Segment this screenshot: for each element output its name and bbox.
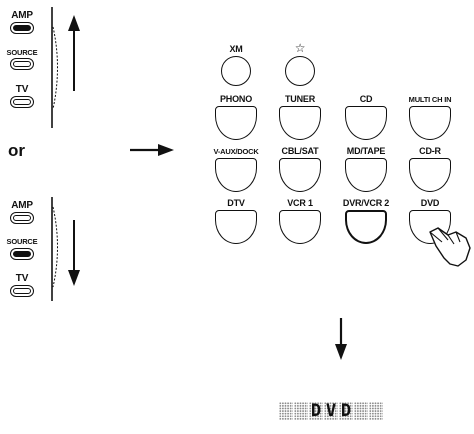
star-button[interactable] bbox=[285, 56, 315, 86]
tv-button[interactable] bbox=[10, 285, 34, 297]
tv-label: TV bbox=[15, 273, 29, 284]
md-tape-button[interactable] bbox=[345, 158, 387, 192]
dvd-label: DVD bbox=[420, 198, 440, 208]
cbl-sat-label: CBL/SAT bbox=[281, 146, 319, 156]
source-label: SOURCE bbox=[6, 237, 38, 246]
vcr1-button[interactable] bbox=[279, 210, 321, 244]
md-tape-label: MD/TAPE bbox=[346, 146, 386, 156]
cd-r-button[interactable] bbox=[409, 158, 451, 192]
amp-button[interactable] bbox=[10, 22, 34, 34]
source-button[interactable] bbox=[10, 58, 34, 70]
xm-button[interactable] bbox=[221, 56, 251, 86]
cd-button[interactable] bbox=[345, 106, 387, 140]
arrow-up-icon bbox=[68, 15, 80, 91]
slide-guide-bottom-icon bbox=[51, 197, 58, 301]
arrow-down-icon bbox=[335, 318, 347, 360]
display-cell bbox=[354, 402, 368, 420]
dtv-button[interactable] bbox=[215, 210, 257, 244]
amp-label: AMP bbox=[11, 10, 33, 21]
tv-button[interactable] bbox=[10, 96, 34, 108]
cd-label: CD bbox=[359, 94, 373, 104]
v-aux-dock-label: V-AUX/DOCK bbox=[213, 147, 259, 156]
arrow-right-icon bbox=[130, 144, 174, 156]
amp-button[interactable] bbox=[10, 212, 34, 224]
xm-label: XM bbox=[229, 44, 243, 54]
cbl-sat-button[interactable] bbox=[279, 158, 321, 192]
display-cell: D bbox=[309, 401, 323, 421]
tuner-label: TUNER bbox=[285, 94, 315, 104]
tv-label: TV bbox=[15, 84, 29, 95]
slide-guide-top-icon bbox=[51, 7, 58, 128]
dtv-label: DTV bbox=[227, 198, 245, 208]
amp-label: AMP bbox=[11, 200, 33, 211]
source-label: SOURCE bbox=[6, 48, 38, 57]
display-cell bbox=[369, 402, 383, 420]
display-cell: D bbox=[339, 401, 353, 421]
phono-label: PHONO bbox=[219, 94, 253, 104]
display-cell bbox=[294, 402, 308, 420]
pointing-hand-icon bbox=[429, 227, 471, 267]
vcr1-label: VCR 1 bbox=[287, 198, 313, 208]
v-aux-dock-button[interactable] bbox=[215, 158, 257, 192]
front-panel-display: D V D bbox=[279, 402, 401, 420]
phono-button[interactable] bbox=[215, 106, 257, 140]
or-text: or bbox=[8, 141, 25, 160]
display-cell bbox=[279, 402, 293, 420]
display-cell: V bbox=[324, 401, 338, 421]
star-icon: ☆ bbox=[294, 41, 306, 55]
dvr-vcr2-button[interactable] bbox=[345, 210, 387, 244]
multi-ch-in-label: MULTI CH IN bbox=[408, 95, 452, 104]
multi-ch-in-button[interactable] bbox=[409, 106, 451, 140]
arrow-down-icon bbox=[68, 220, 80, 286]
cd-r-label: CD-R bbox=[419, 146, 441, 156]
source-button[interactable] bbox=[10, 248, 34, 260]
dvr-vcr2-label: DVR/VCR 2 bbox=[342, 198, 390, 208]
tuner-button[interactable] bbox=[279, 106, 321, 140]
